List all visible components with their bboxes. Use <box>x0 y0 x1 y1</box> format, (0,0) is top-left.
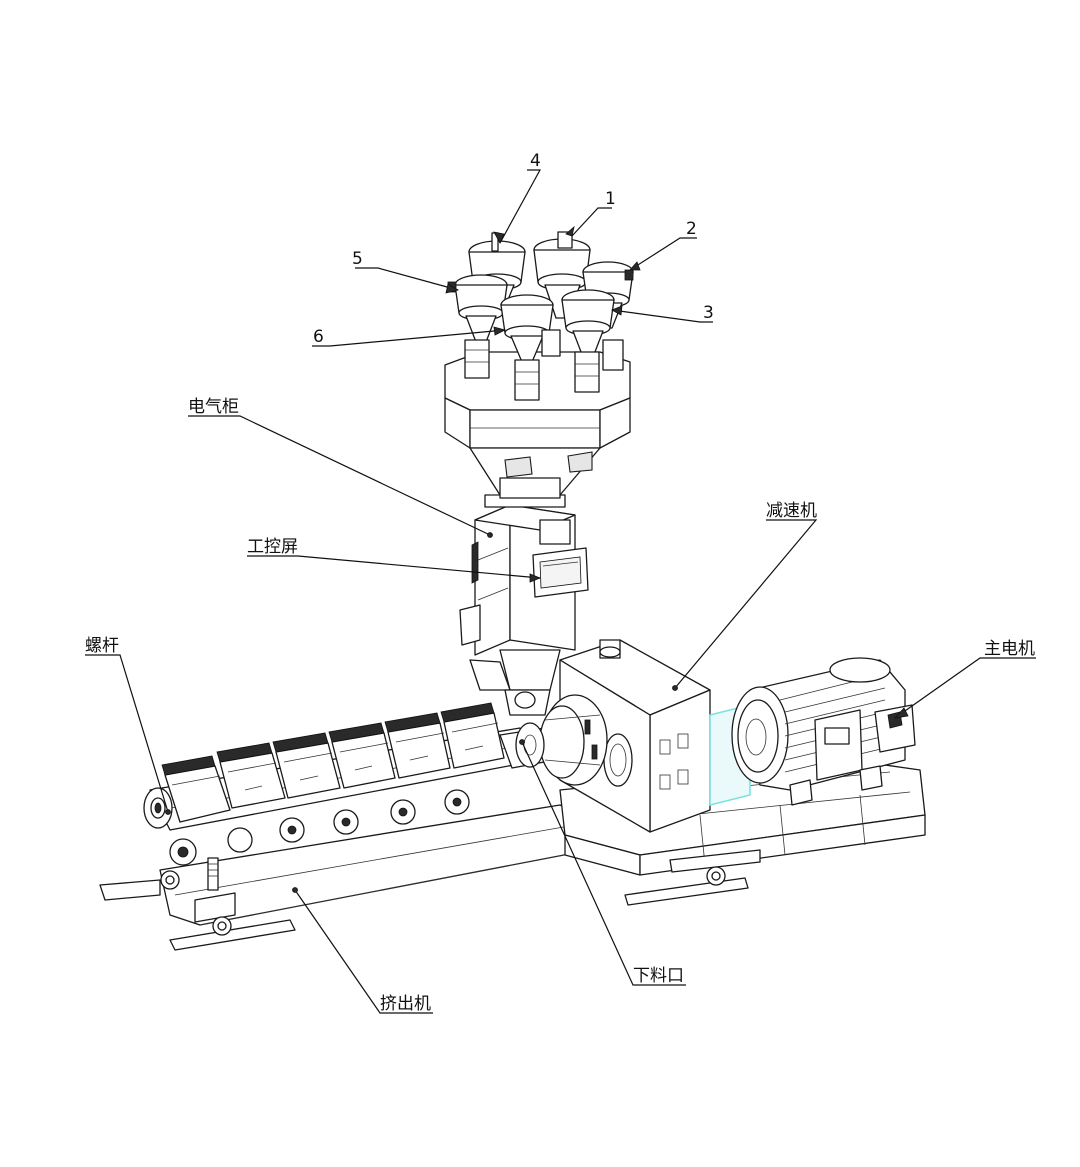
feed-throat <box>459 604 561 716</box>
label-main-motor: 主电机 <box>984 639 1035 659</box>
leader-screen <box>247 555 541 579</box>
leader-6 <box>312 329 506 347</box>
heater-bands <box>161 702 505 866</box>
dosing-motors <box>464 329 624 401</box>
leader-4 <box>499 169 542 244</box>
electrical-cabinet <box>471 494 576 656</box>
label-screw: 螺杆 <box>85 636 119 656</box>
label-extruder: 挤出机 <box>380 994 431 1014</box>
leader-cabinet <box>188 415 491 536</box>
leader-screw <box>85 654 169 813</box>
coupling-housing <box>515 694 608 786</box>
label-feed-port: 下料口 <box>633 966 684 986</box>
heater-band <box>272 732 341 843</box>
control-screen <box>532 547 589 598</box>
leader-5 <box>355 267 459 291</box>
leader-1 <box>571 207 612 237</box>
callout-number-6: 6 <box>313 327 324 347</box>
callout-labels: 4 1 2 3 5 6 电气柜 工控屏 减速机 主电机 螺杆 下料口 挤出机 <box>85 151 1035 1014</box>
heater-band <box>328 722 396 835</box>
label-electrical-cabinet: 电气柜 <box>188 397 239 417</box>
callout-number-5: 5 <box>352 249 363 269</box>
heater-band <box>440 702 505 815</box>
dosing-unit-6 <box>500 294 554 363</box>
callout-number-1: 1 <box>605 189 616 209</box>
callout-number-3: 3 <box>703 303 714 323</box>
heater-band <box>384 712 451 825</box>
dosing-units <box>447 231 634 401</box>
dosing-unit-3 <box>561 289 615 358</box>
extruder-base-frame <box>99 804 591 951</box>
leader-reducer <box>674 519 818 689</box>
main-motor <box>709 657 916 806</box>
heater-band <box>216 742 286 853</box>
label-reducer: 减速机 <box>766 501 817 521</box>
heater-band <box>161 755 231 866</box>
leader-lines <box>85 169 1036 1014</box>
callout-number-4: 4 <box>530 151 541 171</box>
leader-main-motor <box>894 657 1036 719</box>
leader-extruder <box>294 889 433 1014</box>
callout-number-2: 2 <box>686 219 697 239</box>
leader-2 <box>629 237 697 271</box>
leader-3 <box>611 309 713 323</box>
leader-feed-port <box>521 741 686 986</box>
label-control-screen: 工控屏 <box>247 537 298 557</box>
